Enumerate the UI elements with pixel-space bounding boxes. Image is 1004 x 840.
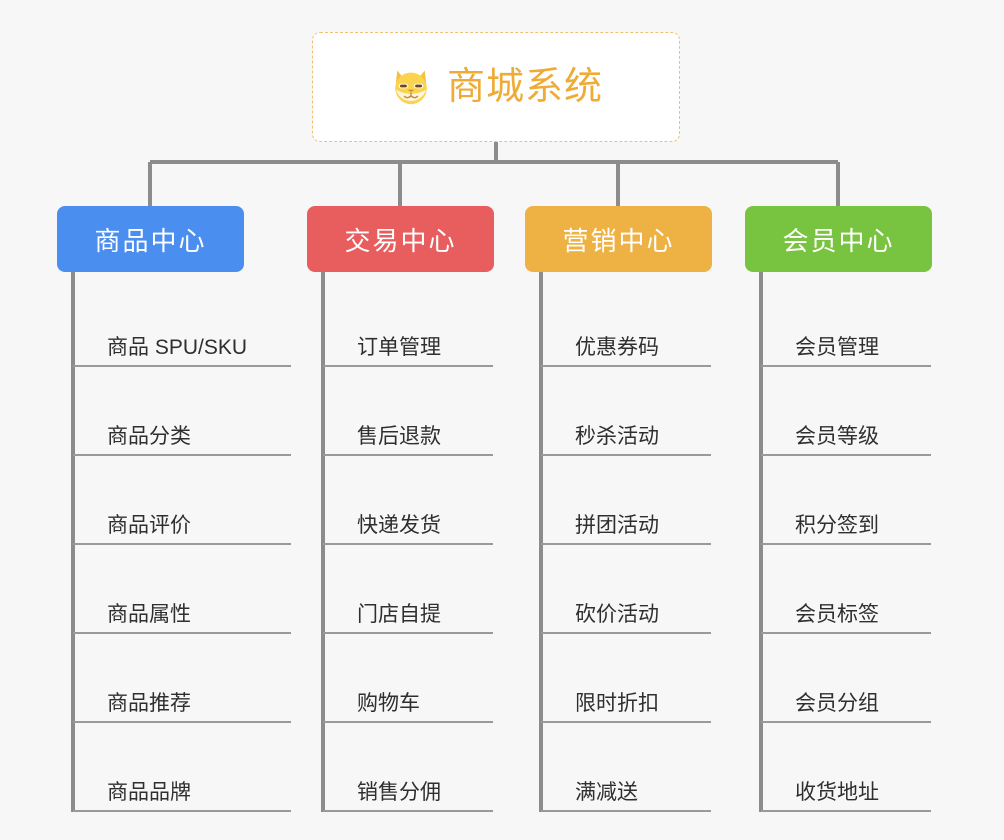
root-title: 商城系统 xyxy=(446,66,603,108)
leaf-item[interactable]: 会员管理 xyxy=(761,278,931,367)
leaf-label: 会员分组 xyxy=(795,691,879,715)
leaf-item[interactable]: 快递发货 xyxy=(323,456,493,545)
category-label: 营销中心 xyxy=(562,225,675,256)
leaf-item[interactable]: 秒杀活动 xyxy=(541,367,711,456)
category-box-4[interactable]: 会员中心 xyxy=(745,206,932,272)
leaf-label: 会员标签 xyxy=(795,602,879,626)
leaf-item[interactable]: 商品分类 xyxy=(73,367,291,456)
leaf-item[interactable]: 购物车 xyxy=(323,634,493,723)
leaf-label: 会员管理 xyxy=(795,335,879,359)
category-box-1[interactable]: 商品中心 xyxy=(57,206,244,272)
leaf-column-4: 会员管理会员等级积分签到会员标签会员分组收货地址 xyxy=(761,278,931,812)
leaf-label: 秒杀活动 xyxy=(575,424,659,448)
leaf-label: 购物车 xyxy=(357,691,420,715)
category-label: 会员中心 xyxy=(782,225,895,256)
leaf-label: 积分签到 xyxy=(795,513,879,537)
leaf-column-1: 商品 SPU/SKU 商品分类商品评价商品属性商品推荐商品品牌 xyxy=(73,278,291,812)
category-label: 交易中心 xyxy=(344,225,457,256)
leaf-label: 砍价活动 xyxy=(575,602,659,626)
dog-face-icon xyxy=(395,70,427,106)
leaf-label: 商品品牌 xyxy=(107,780,191,804)
leaf-label: 商品推荐 xyxy=(107,691,191,715)
leaf-label: 满减送 xyxy=(575,780,638,804)
leaf-item[interactable]: 砍价活动 xyxy=(541,545,711,634)
leaf-label: 拼团活动 xyxy=(575,513,659,537)
leaf-label: 优惠券码 xyxy=(575,335,659,359)
leaf-label: 商品 SPU/SKU xyxy=(107,335,248,359)
leaf-label: 销售分佣 xyxy=(357,780,441,804)
leaf-label: 会员等级 xyxy=(795,424,879,448)
leaf-item[interactable]: 满减送 xyxy=(541,723,711,812)
leaf-item[interactable]: 收货地址 xyxy=(761,723,931,812)
leaf-item[interactable]: 商品推荐 xyxy=(73,634,291,723)
leaf-label: 商品评价 xyxy=(107,513,191,537)
leaf-item[interactable]: 商品评价 xyxy=(73,456,291,545)
leaf-label: 快递发货 xyxy=(357,513,441,537)
leaf-item[interactable]: 拼团活动 xyxy=(541,456,711,545)
leaf-label: 商品分类 xyxy=(107,424,191,448)
leaf-label: 限时折扣 xyxy=(575,691,659,715)
leaf-label: 收货地址 xyxy=(795,780,879,804)
leaf-item[interactable]: 销售分佣 xyxy=(323,723,493,812)
leaf-label: 门店自提 xyxy=(357,602,441,626)
leaf-item[interactable]: 限时折扣 xyxy=(541,634,711,723)
leaf-item[interactable]: 售后退款 xyxy=(323,367,493,456)
leaf-item[interactable]: 商品属性 xyxy=(73,545,291,634)
leaf-item[interactable]: 商品品牌 xyxy=(73,723,291,812)
leaf-label: 订单管理 xyxy=(357,335,441,359)
leaf-label: 售后退款 xyxy=(357,424,441,448)
root-node[interactable]: 商城系统 xyxy=(312,32,680,142)
leaf-item[interactable]: 门店自提 xyxy=(323,545,493,634)
category-label: 商品中心 xyxy=(94,225,207,256)
category-box-2[interactable]: 交易中心 xyxy=(307,206,494,272)
leaf-item[interactable]: 优惠券码 xyxy=(541,278,711,367)
leaf-item[interactable]: 会员标签 xyxy=(761,545,931,634)
leaf-column-3: 优惠券码秒杀活动拼团活动砍价活动限时折扣满减送 xyxy=(541,278,711,812)
leaf-item[interactable]: 会员分组 xyxy=(761,634,931,723)
leaf-item[interactable]: 订单管理 xyxy=(323,278,493,367)
category-box-3[interactable]: 营销中心 xyxy=(525,206,712,272)
leaf-item[interactable]: 积分签到 xyxy=(761,456,931,545)
leaf-column-2: 订单管理售后退款快递发货门店自提购物车销售分佣 xyxy=(323,278,493,812)
leaf-item[interactable]: 会员等级 xyxy=(761,367,931,456)
leaf-item[interactable]: 商品 SPU/SKU xyxy=(73,278,291,367)
leaf-label: 商品属性 xyxy=(107,602,191,626)
